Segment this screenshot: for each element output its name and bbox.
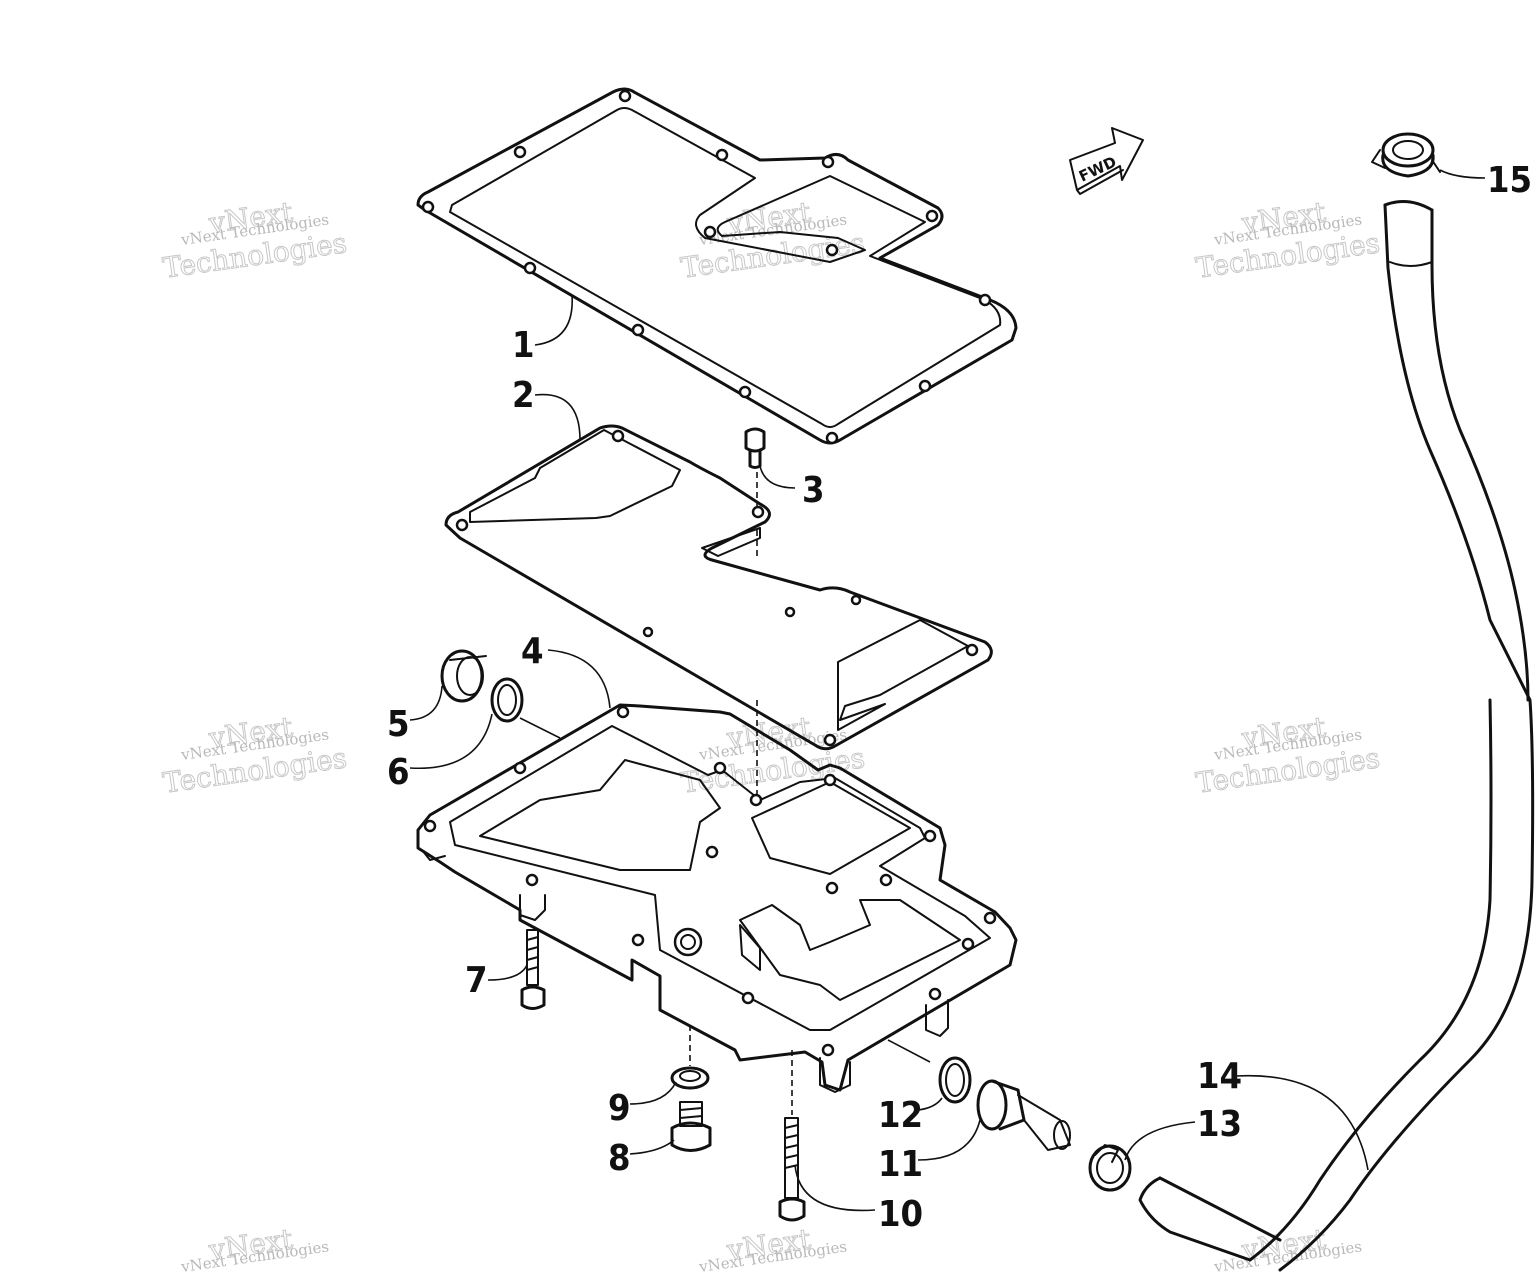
callout-4: 4 [521,631,544,672]
watermark: vNext vNext Technologies Technologies [160,195,349,285]
callout-3: 3 [802,470,825,511]
o-ring [490,677,524,723]
callout-10: 10 [878,1194,923,1235]
drain-washer [670,1025,710,1090]
callout-14: 14 [1197,1056,1242,1097]
long-pan-bolt [778,1050,806,1222]
callout-8: 8 [608,1138,631,1179]
leader-lines [409,169,1486,1212]
fitting-sealing-ring [938,1056,972,1104]
baffle-bolt [744,427,766,506]
callout-15: 15 [1487,160,1532,201]
watermark: vNext vNext Technologies Technologies [160,710,349,800]
fwd-label: FWD [1076,153,1119,186]
forward-direction-arrow: FWD [1069,127,1144,195]
callout-5: 5 [387,704,410,745]
baffle-plate [444,424,993,751]
callout-6: 6 [387,752,410,793]
upper-gasket [416,87,1018,445]
callout-13: 13 [1197,1104,1242,1145]
breather-hose [1138,199,1535,1272]
callout-12: 12 [878,1095,923,1136]
callouts: 1 2 3 4 5 6 7 8 9 10 11 12 13 14 15 [387,160,1532,1235]
hose-fitting [976,1079,1071,1151]
watermark: vNext vNext Technologies Technologies [1193,195,1382,285]
callout-2: 2 [512,375,535,416]
callout-1: 1 [512,325,535,366]
hose-clamp [1088,1144,1132,1192]
callout-11: 11 [878,1144,923,1185]
pan-bolt [520,929,546,1010]
callout-7: 7 [465,960,488,1001]
callout-9: 9 [608,1088,631,1129]
oil-pan [416,530,1018,1093]
watermark: vNext vNext Technologies [697,1222,848,1276]
spring-clip [1371,132,1441,178]
drain-plug [670,1101,712,1152]
watermark: vNext vNext Technologies Technologies [1193,710,1382,800]
fill-plug [440,649,487,703]
watermark: vNext vNext Technologies [179,1222,330,1276]
